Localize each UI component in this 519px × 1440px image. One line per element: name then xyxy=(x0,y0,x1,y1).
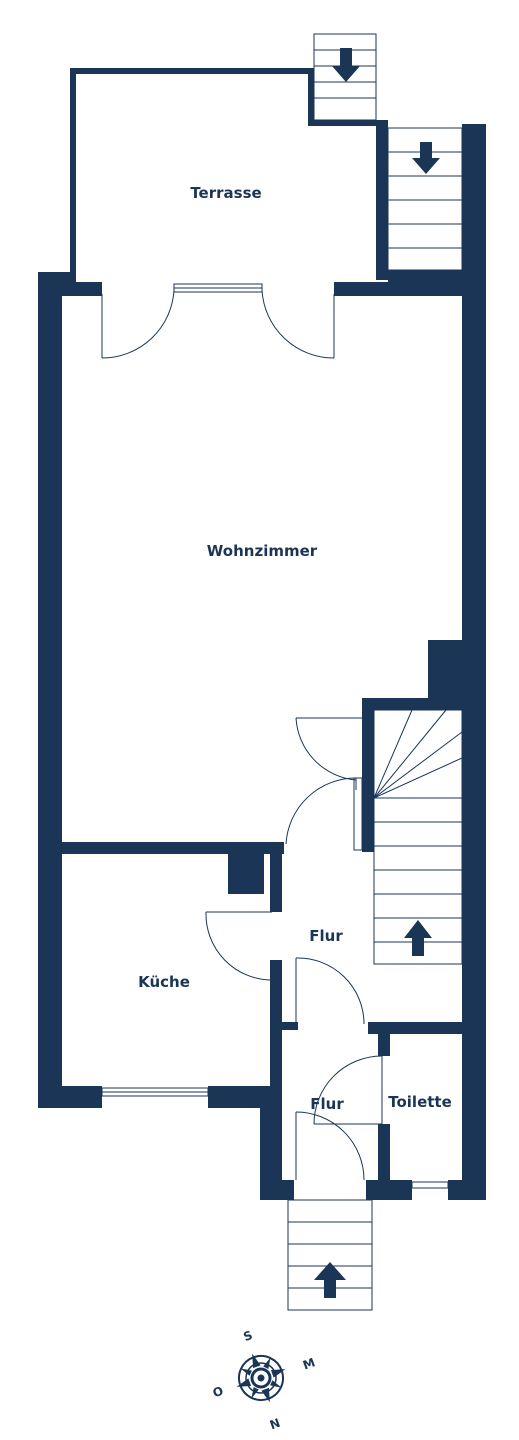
compass-label-east: O xyxy=(211,1384,225,1401)
stairs-top-left xyxy=(313,33,377,121)
room-label-hall-upper: Flur xyxy=(309,927,343,945)
compass-label-south: S xyxy=(242,1328,255,1344)
room-label-kitchen: Küche xyxy=(138,973,190,991)
windows xyxy=(101,283,449,1189)
room-label-toilet: Toilette xyxy=(388,1093,452,1111)
stairs-down-arrow xyxy=(412,142,440,174)
terrace-outline xyxy=(70,68,388,282)
stairs-interior xyxy=(373,709,463,965)
room-label-living: Wohnzimmer xyxy=(207,542,318,560)
outer-walls xyxy=(38,124,486,1200)
stairs-up-arrow xyxy=(314,1262,346,1298)
compass-label-north: N xyxy=(268,1416,282,1433)
compass-label-west: M xyxy=(301,1355,317,1372)
interior-walls xyxy=(62,640,464,1200)
room-label-terrace: Terrasse xyxy=(190,184,261,202)
doors xyxy=(101,289,383,1181)
stairs-down-arrow xyxy=(332,48,360,82)
stairs-up-arrow xyxy=(404,920,432,956)
compass-rose-icon xyxy=(236,1353,286,1403)
room-label-hall-lower: Flur xyxy=(310,1095,344,1113)
stairs-top-right xyxy=(387,127,463,271)
stairs-entrance xyxy=(287,1199,373,1311)
